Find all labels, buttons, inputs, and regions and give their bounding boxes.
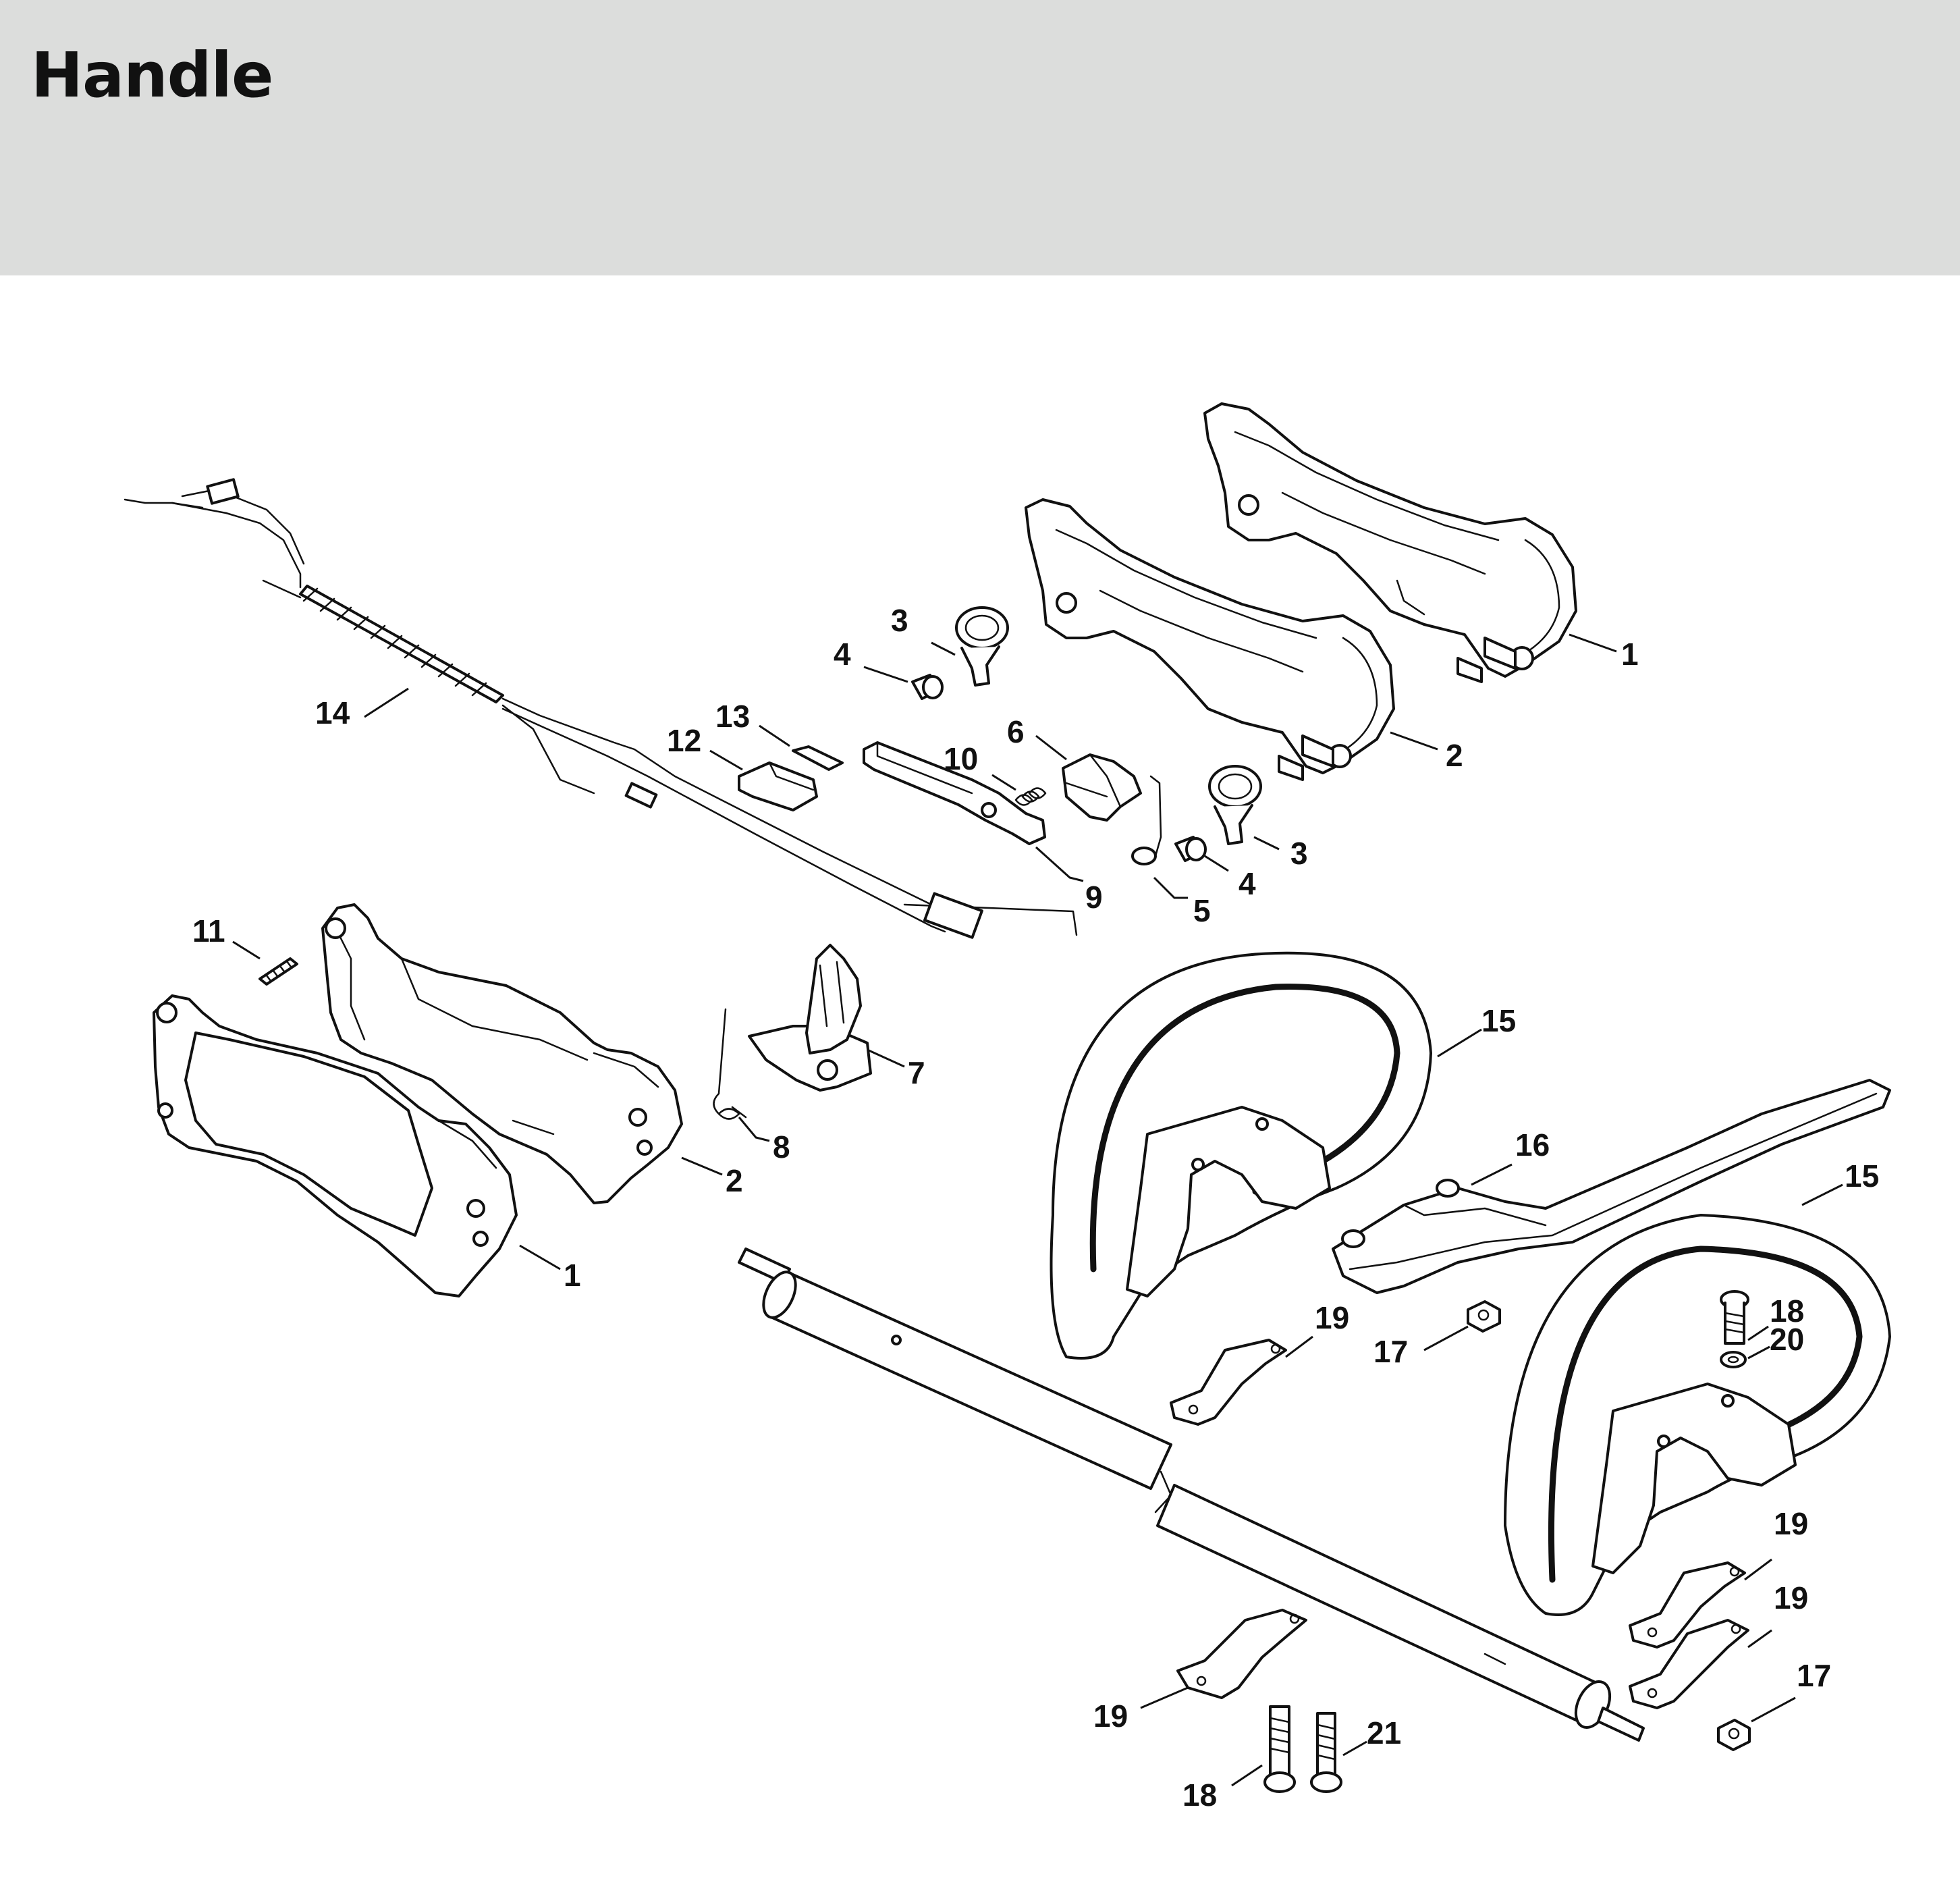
leader-line bbox=[1285, 1335, 1313, 1358]
callout-2: 2 bbox=[726, 1163, 743, 1198]
handle-shell-2-lower bbox=[321, 903, 683, 1204]
handle-housing-2-upper bbox=[1025, 498, 1395, 781]
handle-housing-1-upper bbox=[1203, 402, 1577, 683]
leader-line bbox=[364, 687, 409, 718]
callout-9: 9 bbox=[1085, 880, 1103, 915]
plate-13 bbox=[792, 745, 844, 771]
torsion-spring-5 bbox=[1131, 775, 1162, 865]
callout-10: 10 bbox=[944, 741, 978, 776]
washer-20 bbox=[1720, 1351, 1747, 1368]
callout-13: 13 bbox=[715, 699, 750, 734]
callout-20: 20 bbox=[1770, 1322, 1804, 1357]
leader-line bbox=[232, 940, 261, 960]
callout-19: 19 bbox=[1774, 1580, 1808, 1615]
leader-line bbox=[1204, 855, 1229, 872]
screw-18-upper bbox=[1720, 1290, 1749, 1345]
callout-1: 1 bbox=[1621, 637, 1639, 672]
leader-line bbox=[1342, 1740, 1367, 1757]
clamp-3-upper bbox=[955, 606, 1009, 687]
callout-7: 7 bbox=[908, 1055, 925, 1090]
callout-15: 15 bbox=[1845, 1158, 1879, 1194]
square-nut-17-lower bbox=[1717, 1719, 1751, 1751]
leader-line bbox=[1423, 1325, 1469, 1351]
clamp-half-19-c bbox=[1629, 1619, 1749, 1709]
callout-14: 14 bbox=[315, 695, 350, 730]
leader-line bbox=[1751, 1696, 1796, 1723]
loop-handle-15-lower bbox=[1504, 1214, 1891, 1616]
screw-18-lower bbox=[1263, 1705, 1296, 1793]
clamp-3-lower bbox=[1208, 765, 1262, 845]
callout-18: 18 bbox=[1182, 1777, 1217, 1813]
clamp-half-19-b bbox=[1629, 1561, 1746, 1649]
leader-line bbox=[1231, 1764, 1263, 1787]
callout-16: 16 bbox=[1515, 1127, 1550, 1162]
callout-17: 17 bbox=[1797, 1658, 1831, 1693]
clamp-half-19-d bbox=[1176, 1609, 1307, 1699]
leader-line bbox=[1747, 1629, 1772, 1649]
leader-line bbox=[1747, 1325, 1769, 1341]
leader-line bbox=[991, 774, 1016, 791]
callout-15: 15 bbox=[1481, 1003, 1516, 1038]
clamp-half-19-a bbox=[1170, 1339, 1287, 1426]
leader-line bbox=[1035, 734, 1067, 761]
leader-line bbox=[1744, 1558, 1772, 1581]
trigger-support-7 bbox=[748, 944, 872, 1092]
callout-19: 19 bbox=[1315, 1300, 1349, 1335]
leader-line bbox=[1437, 1028, 1482, 1058]
leader-line bbox=[738, 1117, 770, 1142]
callout-3: 3 bbox=[891, 603, 908, 638]
throttle-trigger-9 bbox=[863, 741, 1046, 845]
throttle-cable-14 bbox=[124, 478, 1078, 939]
leader-line bbox=[1569, 633, 1617, 653]
leader-line bbox=[519, 1244, 561, 1270]
slide-6 bbox=[1062, 753, 1142, 822]
callout-21: 21 bbox=[1367, 1715, 1401, 1750]
leader-line bbox=[931, 641, 956, 656]
throttle-lock-12 bbox=[738, 761, 818, 811]
page-title: Handle bbox=[31, 39, 273, 111]
spring-10 bbox=[1014, 787, 1047, 806]
leader-line bbox=[759, 724, 790, 747]
leader-line bbox=[1140, 1686, 1189, 1709]
square-nut-17-upper bbox=[1467, 1300, 1501, 1333]
callout-6: 6 bbox=[1007, 714, 1025, 749]
callout-8: 8 bbox=[773, 1129, 790, 1164]
leader-line bbox=[1390, 731, 1438, 751]
callout-4: 4 bbox=[1238, 866, 1256, 901]
loop-handle-15-upper bbox=[1050, 951, 1432, 1360]
screw-4-upper bbox=[911, 674, 944, 700]
callout-12: 12 bbox=[667, 723, 701, 758]
handle-bar-16 bbox=[1332, 1079, 1891, 1294]
callout-17: 17 bbox=[1373, 1334, 1408, 1369]
callout-4: 4 bbox=[834, 637, 851, 672]
leader-line bbox=[681, 1156, 723, 1176]
callout-1: 1 bbox=[564, 1258, 581, 1293]
leader-line bbox=[1471, 1163, 1513, 1186]
leader-line bbox=[1801, 1183, 1843, 1206]
handle-shell-1-lower bbox=[153, 994, 518, 1297]
callout-11: 11 bbox=[192, 913, 225, 948]
callout-2: 2 bbox=[1446, 738, 1463, 773]
torsion-spring-8 bbox=[713, 1008, 747, 1120]
leader-line bbox=[709, 749, 743, 771]
leader-line bbox=[867, 1048, 905, 1068]
leader-line bbox=[1253, 836, 1280, 851]
leader-line bbox=[1153, 876, 1188, 899]
drive-tube bbox=[738, 1248, 1645, 1742]
leader-line bbox=[863, 666, 908, 683]
header-bar: Handle bbox=[0, 0, 1960, 275]
callout-19: 19 bbox=[1093, 1698, 1128, 1734]
leader-line bbox=[1035, 846, 1084, 882]
screw-21 bbox=[1310, 1712, 1342, 1793]
callout-18: 18 bbox=[1770, 1293, 1804, 1329]
callout-5: 5 bbox=[1193, 893, 1211, 928]
callout-19: 19 bbox=[1774, 1506, 1808, 1541]
screw-4-lower bbox=[1174, 836, 1207, 862]
leader-line bbox=[1747, 1345, 1770, 1360]
screw-11 bbox=[258, 957, 298, 986]
callout-3: 3 bbox=[1290, 836, 1308, 871]
callout-labels: 1 2 3 4 3 4 5 6 9 10 12 13 14 11 7 8 2 1… bbox=[192, 603, 1879, 1813]
